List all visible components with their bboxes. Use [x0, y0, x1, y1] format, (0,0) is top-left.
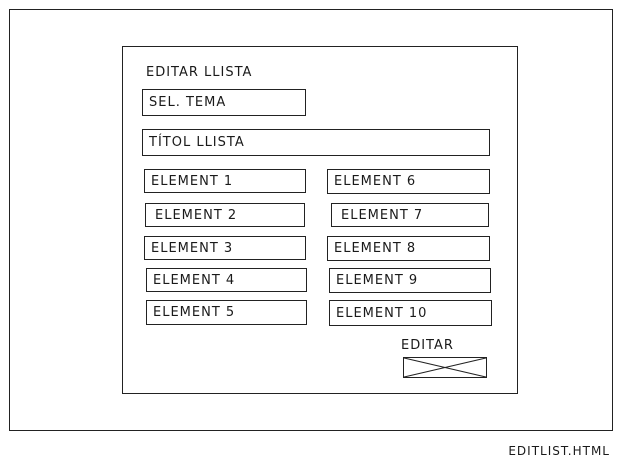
element-field-10[interactable]: ELEMENT 10 [329, 300, 492, 326]
image-placeholder-icon [404, 358, 486, 377]
edit-button-label: EDITAR [401, 338, 454, 353]
element-field-8[interactable]: ELEMENT 8 [327, 236, 490, 261]
element-field-4[interactable]: ELEMENT 4 [146, 268, 307, 292]
element-field-2[interactable]: ELEMENT 2 [145, 203, 305, 227]
list-title-field[interactable]: TÍTOL LLISTA [142, 129, 490, 156]
element-field-1[interactable]: ELEMENT 1 [144, 169, 306, 193]
element-field-label: ELEMENT 5 [153, 305, 236, 320]
element-field-3[interactable]: ELEMENT 3 [144, 236, 306, 260]
element-field-label: ELEMENT 6 [334, 174, 417, 189]
theme-select[interactable]: SEL. TEMA [142, 89, 306, 116]
element-field-label: ELEMENT 8 [334, 241, 417, 256]
edit-button[interactable] [403, 357, 487, 378]
element-field-label: ELEMENT 10 [336, 305, 428, 321]
theme-select-label: SEL. TEMA [149, 95, 227, 110]
panel-title: EDITAR LLISTA [146, 65, 253, 80]
list-title-field-label: TÍTOL LLISTA [149, 135, 245, 150]
element-field-label: ELEMENT 2 [155, 207, 238, 223]
edit-list-panel [122, 46, 518, 394]
file-name-caption: EDITLIST.HTML [508, 444, 610, 458]
element-field-label: ELEMENT 7 [341, 207, 424, 223]
element-field-label: ELEMENT 3 [151, 240, 234, 256]
element-field-5[interactable]: ELEMENT 5 [146, 300, 307, 325]
element-field-label: ELEMENT 9 [336, 273, 419, 288]
window-frame [9, 9, 613, 431]
element-field-7[interactable]: ELEMENT 7 [331, 203, 489, 227]
element-field-9[interactable]: ELEMENT 9 [329, 268, 491, 293]
element-field-label: ELEMENT 4 [153, 272, 236, 288]
element-field-6[interactable]: ELEMENT 6 [327, 169, 490, 194]
element-field-label: ELEMENT 1 [151, 173, 234, 189]
